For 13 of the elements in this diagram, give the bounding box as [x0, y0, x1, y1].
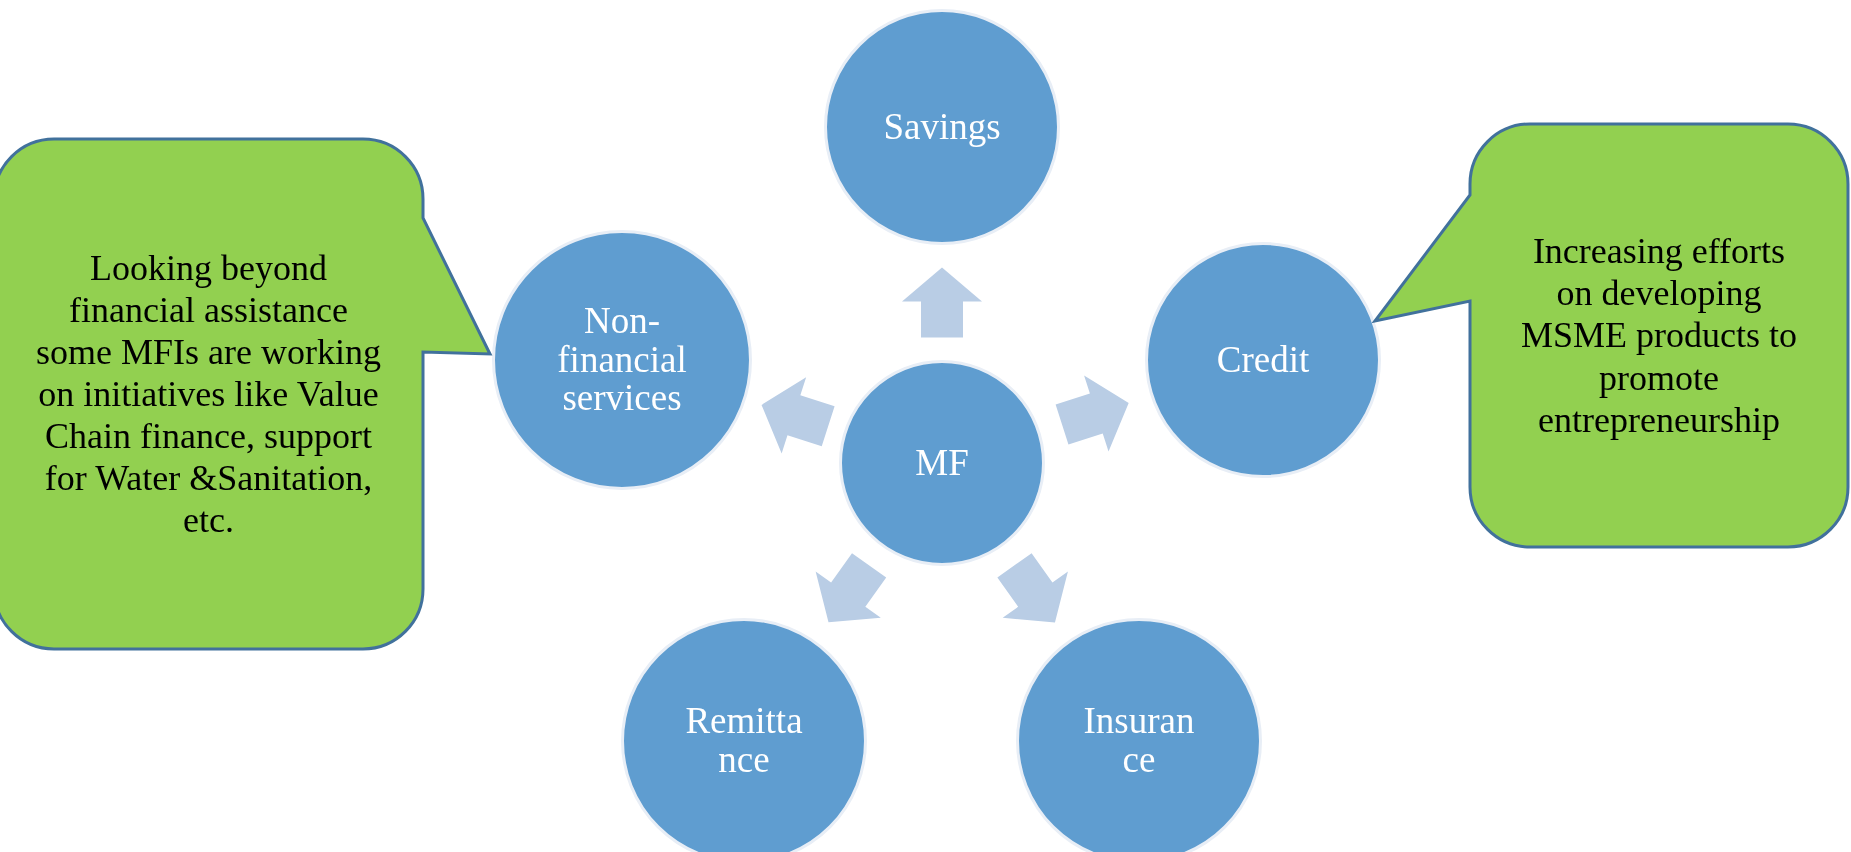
callout-text: Looking beyond financial assistance some MFIs are working on initiatives like Value Chain finance, support for Water &Sanitation, etc. [36, 246, 381, 542]
block-arrow [761, 377, 835, 454]
block-arrow [1055, 375, 1129, 452]
node-label: Insuran ce [1082, 702, 1196, 780]
node-label: Remitta nce [684, 702, 804, 780]
node-label: MF [915, 443, 969, 483]
node-label: Savings [883, 107, 1001, 147]
node-label: Non-financial services [556, 301, 688, 419]
block-arrow [815, 553, 887, 623]
node-label: Credit [1216, 340, 1310, 380]
block-arrow [902, 267, 982, 338]
block-arrow [997, 553, 1068, 623]
callout-text: Increasing efforts on developing MSME products to promote entrepreneurship [1520, 230, 1798, 441]
